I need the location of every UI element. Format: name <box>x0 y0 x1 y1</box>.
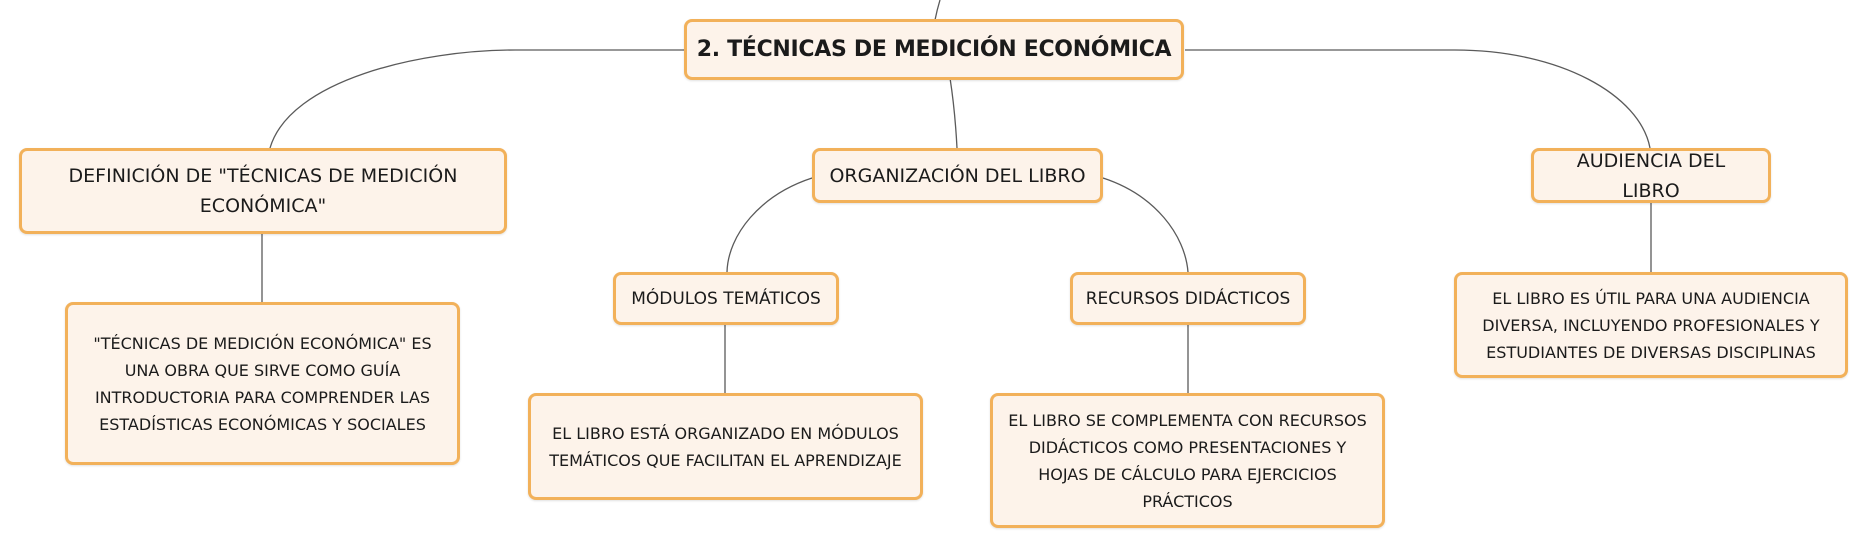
modules-node[interactable]: MÓDULOS TEMÁTICOS <box>613 272 839 325</box>
connector-root-definition <box>269 49 688 149</box>
root-node[interactable]: 2. TÉCNICAS DE MEDICIÓN ECONÓMICA <box>684 19 1184 80</box>
audience-node[interactable]: AUDIENCIA DEL LIBRO <box>1531 148 1771 203</box>
resources-node-label: RECURSOS DIDÁCTICOS <box>1085 288 1291 309</box>
modules-node-label: MÓDULOS TEMÁTICOS <box>631 288 821 309</box>
audience-node-label: AUDIENCIA DEL LIBRO <box>1576 149 1726 202</box>
modules-detail-text: EL LIBRO ESTÁ ORGANIZADO EN MÓDULOS TEMÁ… <box>549 423 902 470</box>
definition-node[interactable]: DEFINICIÓN DE "TÉCNICAS DE MEDICIÓN ECON… <box>19 148 507 234</box>
modules-detail-node[interactable]: EL LIBRO ESTÁ ORGANIZADO EN MÓDULOS TEMÁ… <box>528 393 923 500</box>
organization-node-label: ORGANIZACIÓN DEL LIBRO <box>829 164 1086 187</box>
connector-organization-modules <box>726 177 813 273</box>
connector-parent-root <box>934 0 941 21</box>
definition-detail-node[interactable]: "TÉCNICAS DE MEDICIÓN ECONÓMICA" ES UNA … <box>65 302 460 465</box>
definition-detail-text: "TÉCNICAS DE MEDICIÓN ECONÓMICA" ES UNA … <box>93 333 432 434</box>
audience-detail-node[interactable]: EL LIBRO ES ÚTIL PARA UNA AUDIENCIA DIVE… <box>1454 272 1848 378</box>
resources-node[interactable]: RECURSOS DIDÁCTICOS <box>1070 272 1306 325</box>
connector-organization-resources <box>1102 177 1189 273</box>
definition-node-label: DEFINICIÓN DE "TÉCNICAS DE MEDICIÓN ECON… <box>68 165 458 217</box>
organization-node[interactable]: ORGANIZACIÓN DEL LIBRO <box>812 148 1103 203</box>
connector-root-audience <box>1185 49 1651 149</box>
resources-detail-node[interactable]: EL LIBRO SE COMPLEMENTA CON RECURSOS DID… <box>990 393 1385 528</box>
connector-root-organization <box>949 77 958 149</box>
root-node-label: 2. TÉCNICAS DE MEDICIÓN ECONÓMICA <box>696 37 1172 62</box>
resources-detail-text: EL LIBRO SE COMPLEMENTA CON RECURSOS DID… <box>1008 410 1367 511</box>
audience-detail-text: EL LIBRO ES ÚTIL PARA UNA AUDIENCIA DIVE… <box>1482 288 1820 362</box>
